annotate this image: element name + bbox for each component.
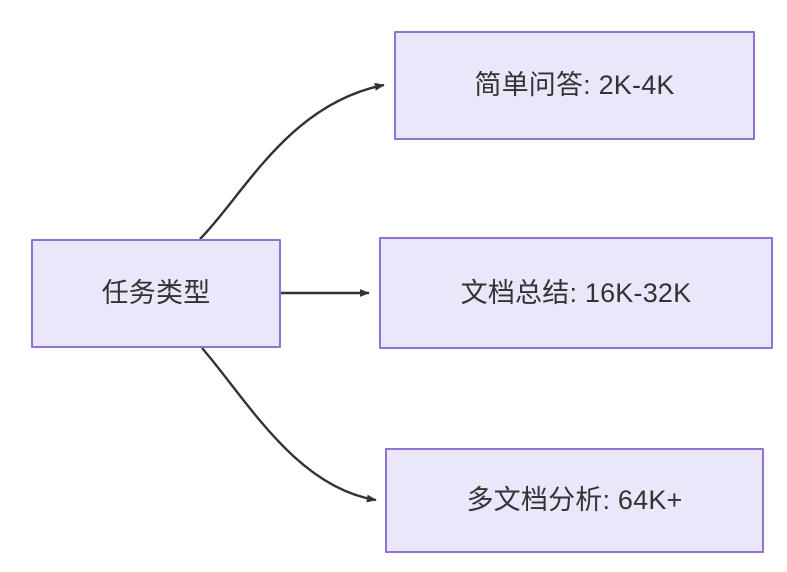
node-multi-doc-label: 多文档分析: 64K+	[466, 485, 683, 516]
node-task-type[interactable]: 任务类型	[31, 239, 281, 348]
edge-source-to-multi-doc	[201, 347, 377, 503]
node-simple-qa[interactable]: 简单问答: 2K-4K	[394, 31, 755, 140]
node-doc-summary[interactable]: 文档总结: 16K-32K	[379, 237, 773, 349]
node-simple-qa-label: 简单问答: 2K-4K	[474, 70, 675, 101]
edge-source-to-simple-qa	[199, 82, 385, 240]
node-task-type-label: 任务类型	[101, 278, 211, 309]
node-multi-doc[interactable]: 多文档分析: 64K+	[385, 448, 764, 553]
node-doc-summary-label: 文档总结: 16K-32K	[460, 277, 692, 308]
